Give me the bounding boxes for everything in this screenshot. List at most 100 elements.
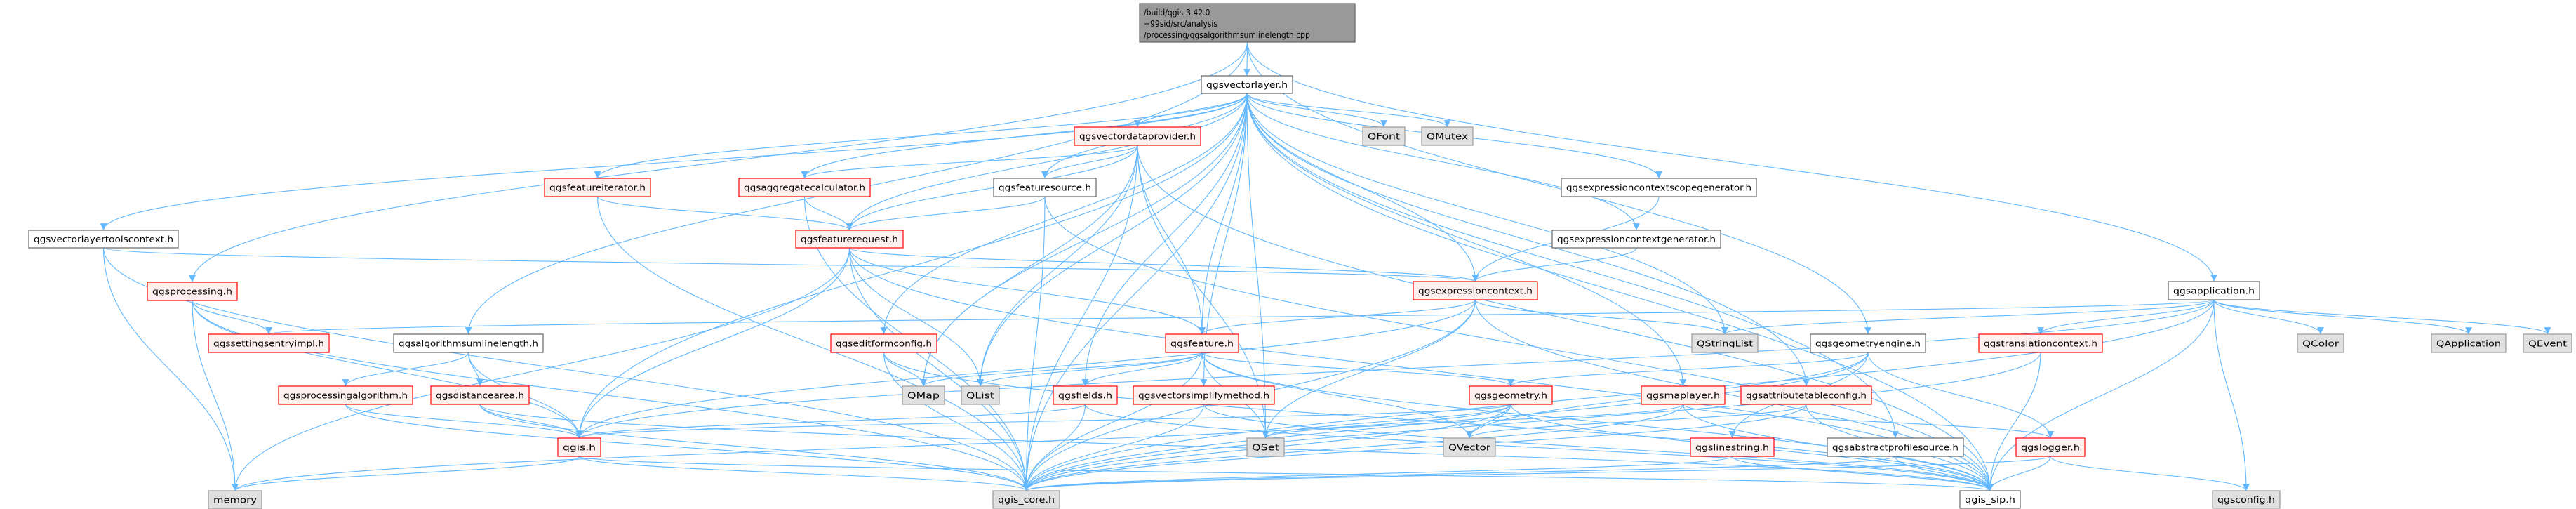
node-fields[interactable]: qgsfields.h bbox=[1053, 385, 1118, 405]
node-label: qgis.h bbox=[563, 443, 596, 453]
edge-algsumlinelength-to-processingalgorithm bbox=[342, 352, 469, 387]
node-box bbox=[993, 178, 1097, 197]
node-QColor[interactable]: QColor bbox=[2297, 333, 2344, 353]
node-attrtableconfig[interactable]: qgsattributetableconfig.h bbox=[1740, 385, 1872, 405]
node-label: qgsdistancearea.h bbox=[436, 391, 524, 401]
edge-qgis-to-memory bbox=[232, 456, 580, 491]
node-box bbox=[1740, 385, 1872, 405]
node-QVector[interactable]: QVector bbox=[1443, 437, 1496, 457]
node-abstractprofilesource[interactable]: qgsabstractprofilesource.h bbox=[1827, 437, 1964, 457]
node-box bbox=[393, 333, 544, 353]
edge-exprcontext-to-QSet bbox=[1262, 299, 1476, 439]
node-geometryengine[interactable]: qgsgeometryengine.h bbox=[1810, 333, 1926, 353]
node-label: qgsexpressioncontext.h bbox=[1418, 286, 1533, 296]
node-box bbox=[278, 385, 413, 405]
node-label: qgsgeometryengine.h bbox=[1815, 339, 1921, 349]
edge-vectorlayer-to-maplayer bbox=[1246, 93, 1687, 387]
node-exprscopegen[interactable]: qgsexpressioncontextscopegenerator.h bbox=[1561, 178, 1757, 197]
node-vectordataprovider[interactable]: qgsvectordataprovider.h bbox=[1074, 126, 1201, 146]
edge-processingalgorithm-to-qgis bbox=[345, 404, 583, 439]
edge-application-to-QApplication bbox=[2213, 299, 2472, 335]
node-translationcontext[interactable]: qgstranslationcontext.h bbox=[1978, 333, 2103, 353]
node-settingsentryimpl[interactable]: qgssettingsentryimpl.h bbox=[208, 333, 330, 353]
node-distancearea[interactable]: qgsdistancearea.h bbox=[430, 385, 530, 405]
node-vectorsimplify[interactable]: qgsvectorsimplifymethod.h bbox=[1133, 385, 1275, 405]
node-QList[interactable]: QList bbox=[961, 385, 1000, 405]
node-logger[interactable]: qgslogger.h bbox=[2015, 437, 2086, 457]
node-box bbox=[557, 437, 601, 457]
node-processing[interactable]: qgsprocessing.h bbox=[147, 282, 238, 301]
node-label: qgssettingsentryimpl.h bbox=[213, 339, 324, 349]
node-label: qgsvectorlayertoolscontext.h bbox=[34, 234, 173, 244]
node-qgis_sip[interactable]: qgis_sip.h bbox=[1959, 490, 2021, 509]
edge-vectorlayer-to-feature bbox=[1199, 93, 1248, 335]
edge-application-to-settingsentryimpl bbox=[266, 299, 2215, 335]
node-label: qgsalgorithmsumlinelength.h bbox=[399, 339, 538, 349]
edge-application-to-QStringList bbox=[1721, 299, 2215, 335]
edge-translationcontext-to-qgis_sip bbox=[1987, 352, 2041, 491]
node-label: QMutex bbox=[1427, 132, 1469, 142]
node-featuresource[interactable]: qgsfeaturesource.h bbox=[993, 178, 1097, 197]
node-qgis_core[interactable]: qgis_core.h bbox=[992, 490, 1060, 509]
node-maplayer[interactable]: qgsmaplayer.h bbox=[1641, 385, 1726, 405]
node-geometry[interactable]: qgsgeometry.h bbox=[1469, 385, 1553, 405]
node-label: qgsvectordataprovider.h bbox=[1079, 132, 1196, 142]
node-linestring[interactable]: qgslinestring.h bbox=[1690, 437, 1775, 457]
node-box bbox=[1201, 75, 1293, 94]
node-label: qgsfeaturesource.h bbox=[999, 183, 1091, 193]
node-label: QList bbox=[966, 391, 994, 401]
node-box bbox=[1165, 333, 1239, 353]
node-aggregatecalculator[interactable]: qgsaggregatecalculator.h bbox=[738, 178, 871, 197]
edge-distancearea-to-qgis bbox=[479, 404, 583, 439]
node-exprcontextgen[interactable]: qgsexpressioncontextgenerator.h bbox=[1551, 230, 1721, 249]
node-label: qgsfeaturerequest.h bbox=[801, 234, 898, 244]
edge-feature-to-fields bbox=[1081, 352, 1203, 387]
edge-vectorlayer-to-vltoolscontext bbox=[100, 93, 1248, 231]
node-box bbox=[147, 282, 238, 301]
edge-vltoolscontext-to-memory bbox=[102, 247, 239, 491]
edge-processing-to-memory bbox=[192, 300, 239, 491]
edge-algsumlinelength-to-distancearea bbox=[467, 352, 483, 387]
node-vltoolscontext[interactable]: qgsvectorlayertoolscontext.h bbox=[28, 230, 179, 249]
node-QMap[interactable]: QMap bbox=[902, 385, 945, 405]
edge-root-to-processing bbox=[189, 41, 1248, 283]
edge-featuresource-to-qgis_core bbox=[1022, 196, 1046, 491]
node-label: qgsgeometry.h bbox=[1474, 391, 1547, 401]
edge-maplayer-to-qgis_core bbox=[1022, 404, 1684, 491]
node-featureiterator[interactable]: qgsfeatureiterator.h bbox=[544, 178, 651, 197]
node-QEvent[interactable]: QEvent bbox=[2523, 333, 2572, 353]
node-box bbox=[992, 490, 1060, 509]
node-QApplication[interactable]: QApplication bbox=[2431, 333, 2507, 353]
edge-exprcontext-to-feature bbox=[1199, 299, 1476, 335]
node-exprcontext[interactable]: qgsexpressioncontext.h bbox=[1413, 281, 1538, 300]
edge-processing-to-settingsentryimpl bbox=[192, 300, 272, 335]
edge-geometryengine-to-logger bbox=[1867, 352, 2054, 439]
node-QFont[interactable]: QFont bbox=[1362, 126, 1406, 146]
node-qgis[interactable]: qgis.h bbox=[557, 437, 601, 457]
node-processingalgorithm[interactable]: qgsprocessingalgorithm.h bbox=[278, 385, 413, 405]
edge-feature-to-geometry bbox=[1201, 352, 1514, 387]
edge-logger-to-qgis_core bbox=[1023, 456, 2051, 491]
edge-vectordataprovider-to-qgis_sip bbox=[1137, 145, 1994, 491]
node-feature[interactable]: qgsfeature.h bbox=[1165, 333, 1239, 353]
edge-featureiterator-to-featurerequest bbox=[596, 196, 853, 231]
node-QMutex[interactable]: QMutex bbox=[1421, 126, 1474, 146]
node-QSet[interactable]: QSet bbox=[1246, 437, 1285, 457]
node-featurerequest[interactable]: qgsfeaturerequest.h bbox=[795, 230, 904, 249]
node-editformconfig[interactable]: qgseditformconfig.h bbox=[830, 333, 937, 353]
node-box bbox=[1561, 178, 1757, 197]
edge-exprcontext-to-QStringList bbox=[1474, 299, 1728, 335]
node-vectorlayer[interactable]: qgsvectorlayer.h bbox=[1201, 75, 1293, 94]
node-root-file[interactable]: /build/qgis-3.42.0 +99sid/src/analysis /… bbox=[1139, 3, 1356, 43]
edge-vectordataprovider-to-featuresource bbox=[1041, 145, 1138, 179]
node-QStringList[interactable]: QStringList bbox=[1691, 333, 1759, 353]
node-box bbox=[2212, 490, 2281, 509]
node-memory[interactable]: memory bbox=[208, 490, 262, 509]
node-algsumlinelength[interactable]: qgsalgorithmsumlinelength.h bbox=[393, 333, 544, 353]
node-application[interactable]: qgsapplication.h bbox=[2168, 281, 2260, 300]
edge-vectordataprovider-to-QList bbox=[977, 145, 1138, 387]
edge-application-to-translationcontext bbox=[2037, 299, 2215, 335]
node-qgsconfig[interactable]: qgsconfig.h bbox=[2212, 490, 2281, 509]
node-label: qgsfields.h bbox=[1058, 391, 1112, 401]
node-box bbox=[2168, 281, 2260, 300]
